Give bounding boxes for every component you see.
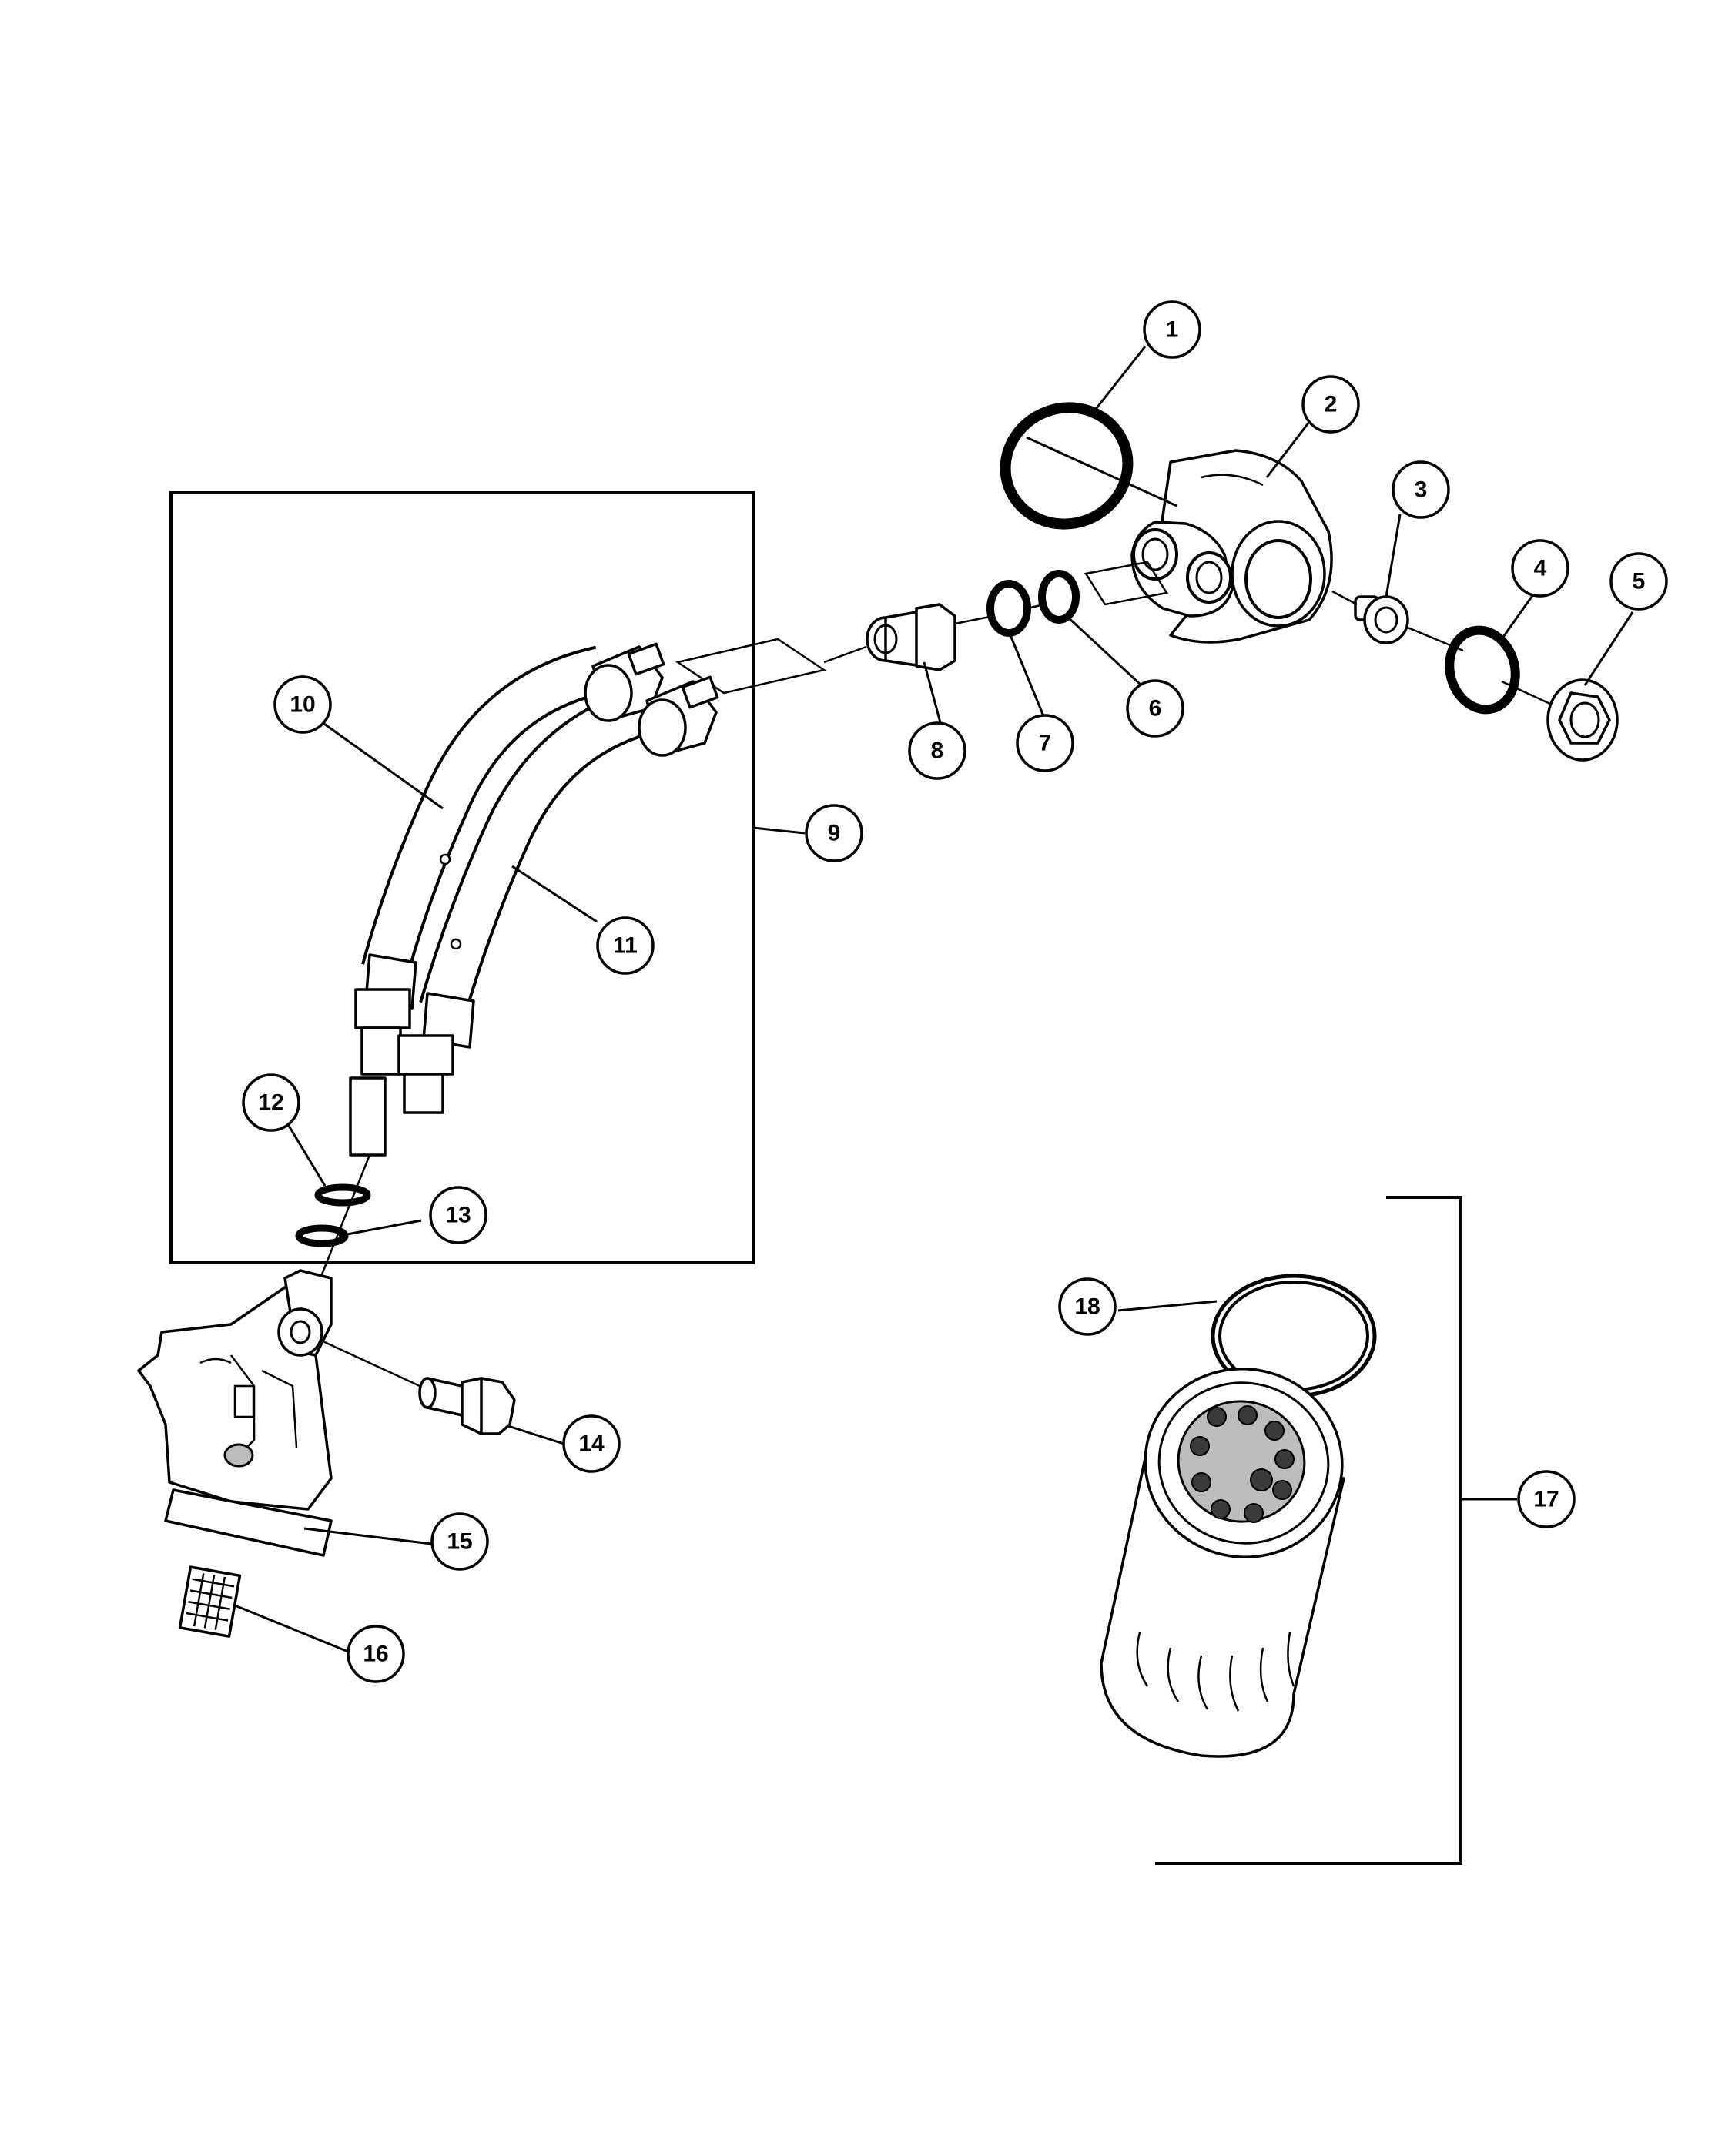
filter-base-part bbox=[137, 1269, 333, 1557]
svg-text:3: 3 bbox=[1415, 477, 1428, 503]
o-ring-small-part bbox=[986, 580, 1031, 637]
callout-17: 17 bbox=[1517, 1470, 1576, 1528]
svg-text:7: 7 bbox=[1039, 731, 1052, 756]
callout-10: 10 bbox=[273, 675, 332, 734]
callout-12: 12 bbox=[242, 1073, 300, 1132]
adapter-housing-part bbox=[1130, 449, 1333, 644]
oil-filter-part bbox=[1100, 1368, 1345, 1758]
callout-15: 15 bbox=[430, 1512, 489, 1571]
svg-text:8: 8 bbox=[931, 738, 944, 764]
seal-part bbox=[1038, 570, 1080, 624]
fitting-small-part bbox=[1354, 595, 1409, 644]
callout-1: 1 bbox=[1143, 300, 1201, 359]
filter-kit-bracket bbox=[1155, 1196, 1462, 1865]
svg-text:1: 1 bbox=[1166, 317, 1179, 343]
callout-6: 6 bbox=[1126, 679, 1184, 738]
callout-14: 14 bbox=[562, 1414, 621, 1473]
callout-7: 7 bbox=[1016, 714, 1074, 772]
svg-text:11: 11 bbox=[613, 933, 638, 959]
svg-text:14: 14 bbox=[578, 1431, 605, 1457]
svg-text:2: 2 bbox=[1325, 392, 1338, 417]
svg-text:13: 13 bbox=[445, 1203, 471, 1228]
svg-text:4: 4 bbox=[1534, 556, 1547, 581]
svg-text:12: 12 bbox=[258, 1090, 283, 1116]
o-ring-large-part bbox=[1000, 402, 1134, 530]
callout-18: 18 bbox=[1058, 1277, 1117, 1336]
gasket-ring-part bbox=[1445, 625, 1520, 715]
svg-text:5: 5 bbox=[1633, 569, 1646, 594]
svg-text:6: 6 bbox=[1149, 696, 1162, 721]
svg-text:17: 17 bbox=[1533, 1487, 1559, 1512]
svg-text:9: 9 bbox=[828, 821, 841, 846]
hose-kit-frame bbox=[169, 491, 755, 1264]
screen-part bbox=[178, 1565, 242, 1638]
callout-8: 8 bbox=[908, 721, 966, 780]
svg-text:15: 15 bbox=[447, 1529, 472, 1555]
hex-plug-part bbox=[1546, 678, 1619, 762]
callout-11: 11 bbox=[596, 916, 655, 975]
svg-text:18: 18 bbox=[1074, 1294, 1100, 1320]
washer-12-part bbox=[314, 1183, 371, 1207]
hose-assembly bbox=[349, 642, 719, 1157]
callout-13: 13 bbox=[429, 1186, 487, 1244]
leader-lines bbox=[234, 346, 1634, 1653]
callout-3: 3 bbox=[1392, 460, 1450, 519]
bolt-part bbox=[418, 1377, 516, 1435]
connector-part bbox=[866, 603, 956, 671]
svg-text:16: 16 bbox=[363, 1642, 388, 1667]
callout-4: 4 bbox=[1511, 539, 1569, 598]
callout-2: 2 bbox=[1301, 375, 1360, 434]
callout-9: 9 bbox=[805, 804, 863, 862]
svg-text:10: 10 bbox=[290, 692, 315, 718]
callout-16: 16 bbox=[347, 1625, 405, 1683]
callout-5: 5 bbox=[1609, 552, 1668, 611]
